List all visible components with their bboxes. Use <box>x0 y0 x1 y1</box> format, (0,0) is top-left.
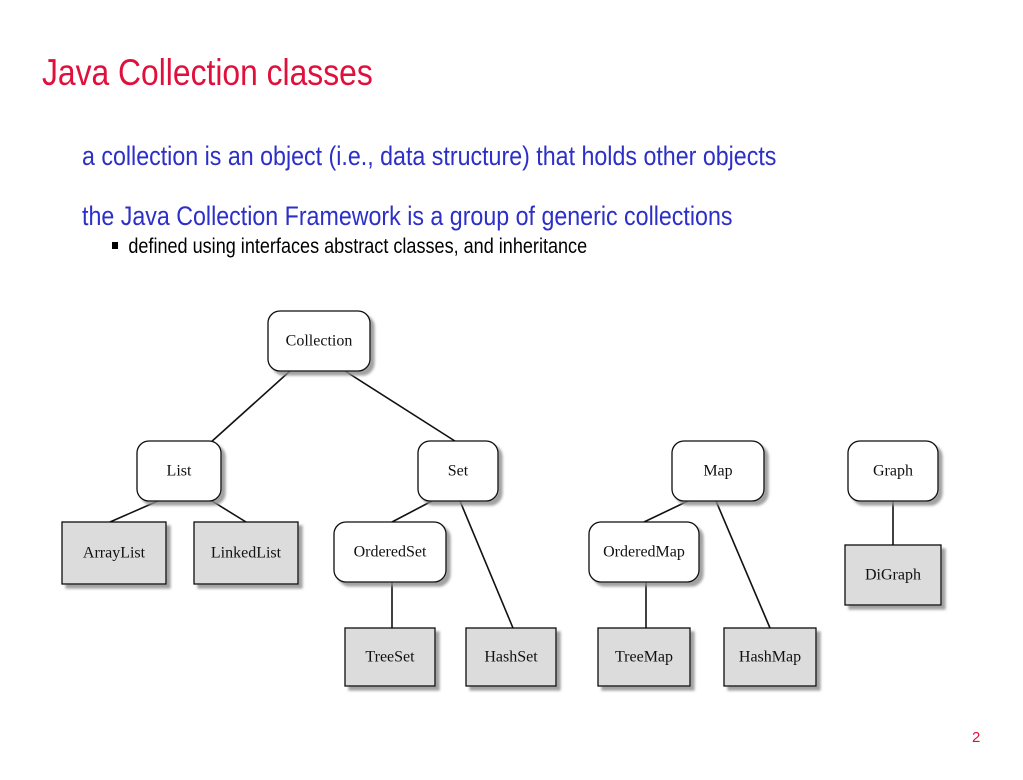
node-treemap-box <box>597 627 691 687</box>
sub-bullet-inheritance: defined using interfaces abstract classe… <box>112 235 587 259</box>
node-linkedlist-box <box>193 521 299 585</box>
node-treeset-box <box>344 627 436 687</box>
edge-set-hashset <box>459 500 514 629</box>
slide-title: Java Collection classes <box>42 52 373 93</box>
edge-set-orderedset <box>391 500 433 523</box>
node-list-box <box>136 440 222 502</box>
node-orderedmap-label: OrderedMap <box>603 544 685 561</box>
node-hashmap-label: HashMap <box>739 649 801 666</box>
node-collection-label: Collection <box>286 333 353 350</box>
bullet-collection-definition: a collection is an object (i.e., data st… <box>82 141 777 171</box>
node-arraylist-label: ArrayList <box>83 545 146 562</box>
node-orderedset-box <box>333 521 447 583</box>
node-hashset-label: HashSet <box>484 649 538 666</box>
node-map-label: Map <box>703 463 732 480</box>
connector-lines <box>109 370 894 629</box>
bullet-collection-framework: the Java Collection Framework is a group… <box>82 201 733 231</box>
page-number: 2 <box>972 729 981 746</box>
node-treeset-label: TreeSet <box>365 649 415 666</box>
node-orderedset-label: OrderedSet <box>354 544 427 561</box>
node-map-box <box>671 440 765 502</box>
node-digraph-label: DiGraph <box>865 567 921 584</box>
node-orderedmap-box <box>588 521 700 583</box>
node-list-label: List <box>167 463 192 480</box>
edge-collection-list <box>209 370 291 444</box>
node-collection-box <box>267 310 371 372</box>
node-linkedlist-label: LinkedList <box>211 545 282 562</box>
sub-bullet-text: defined using interfaces abstract classe… <box>128 235 588 258</box>
node-digraph-box <box>844 544 942 606</box>
node-set-label: Set <box>448 463 469 480</box>
node-set-box <box>417 440 499 502</box>
edge-map-orderedmap <box>643 500 689 523</box>
node-hashset-box <box>465 627 557 687</box>
edge-collection-set <box>344 370 459 444</box>
node-graph-label: Graph <box>873 463 913 480</box>
node-arraylist-box <box>61 521 167 585</box>
edge-map-hashmap <box>715 500 771 629</box>
square-bullet-icon <box>112 241 119 249</box>
node-graph-box <box>847 440 939 502</box>
edge-list-linkedlist <box>211 500 247 523</box>
node-hashmap-box <box>723 627 817 687</box>
node-treemap-label: TreeMap <box>615 649 673 666</box>
edge-list-arraylist <box>109 500 159 523</box>
